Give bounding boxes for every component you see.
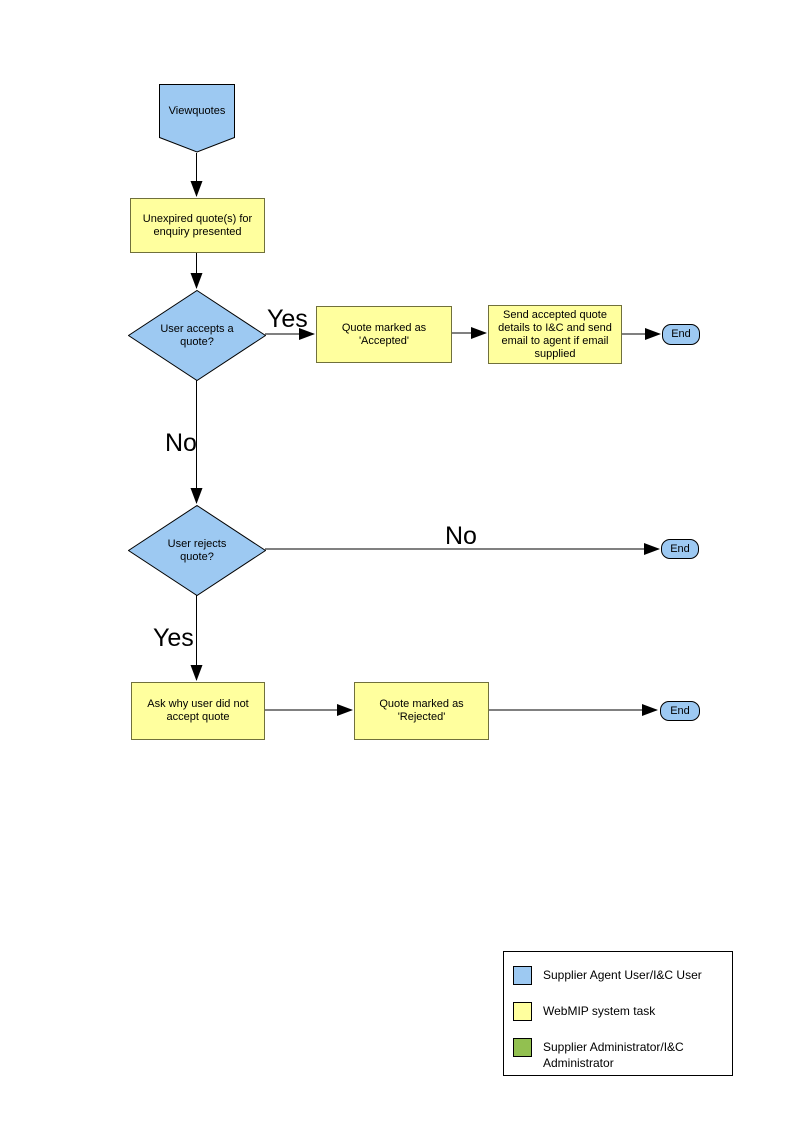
legend-swatch-green	[513, 1038, 532, 1057]
node-send-details: Send accepted quote details to I&C and s…	[488, 305, 622, 364]
node-present-quotes: Unexpired quote(s) for enquiry presented	[130, 198, 265, 253]
legend-swatch-blue	[513, 966, 532, 985]
edge-label-reject-yes: Yes	[153, 624, 194, 652]
legend-item-supplier-administrator: Supplier Administrator/I&C Administrator	[513, 1038, 723, 1071]
legend-swatch-yellow	[513, 1002, 532, 1021]
legend-label: WebMIP system task	[543, 1004, 656, 1018]
node-reject-decision-label: User rejects quote?	[167, 537, 227, 563]
node-accept-decision-label: User accepts a quote?	[160, 322, 234, 348]
node-mark-accepted-label: Quote marked as 'Accepted'	[341, 321, 427, 347]
node-ask-why: Ask why user did not accept quote	[131, 682, 265, 740]
node-reject-decision: User rejects quote?	[128, 505, 266, 596]
edge-label-accept-yes: Yes	[267, 305, 308, 333]
node-mark-accepted: Quote marked as 'Accepted'	[316, 306, 452, 363]
diamond-shape	[128, 505, 266, 596]
legend: Supplier Agent User/I&C User WebMIP syst…	[503, 951, 733, 1076]
node-end-not-rejected-label: End	[670, 542, 690, 555]
node-end-rejected-label: End	[670, 704, 690, 717]
legend-item-webmip-system-task: WebMIP system task	[513, 1002, 723, 1021]
node-ask-why-label: Ask why user did not accept quote	[147, 698, 249, 723]
node-mark-rejected: Quote marked as 'Rejected'	[354, 682, 489, 740]
node-end-rejected: End	[660, 701, 700, 721]
legend-item-supplier-agent-user: Supplier Agent User/I&C User	[513, 966, 723, 985]
node-start: Viewquotes	[159, 84, 235, 153]
legend-label: Supplier Agent User/I&C User	[543, 968, 702, 982]
legend-label: Supplier Administrator/I&C Administrator	[543, 1040, 684, 1070]
node-start-label: Viewquotes	[168, 105, 226, 117]
node-end-accepted-label: End	[671, 328, 691, 340]
node-accept-decision: User accepts a quote?	[128, 290, 266, 381]
pentagon-shape	[159, 84, 235, 153]
node-end-accepted: End	[662, 324, 700, 345]
edge-label-reject-no: No	[445, 522, 477, 550]
diamond-shape	[128, 290, 266, 381]
node-send-details-label: Send accepted quote details to I&C and s…	[498, 308, 612, 360]
node-end-not-rejected: End	[661, 539, 699, 559]
node-mark-rejected-label: Quote marked as 'Rejected'	[379, 698, 464, 723]
node-present-quotes-label: Unexpired quote(s) for enquiry presented	[142, 212, 253, 238]
edge-label-accept-no: No	[165, 429, 197, 457]
